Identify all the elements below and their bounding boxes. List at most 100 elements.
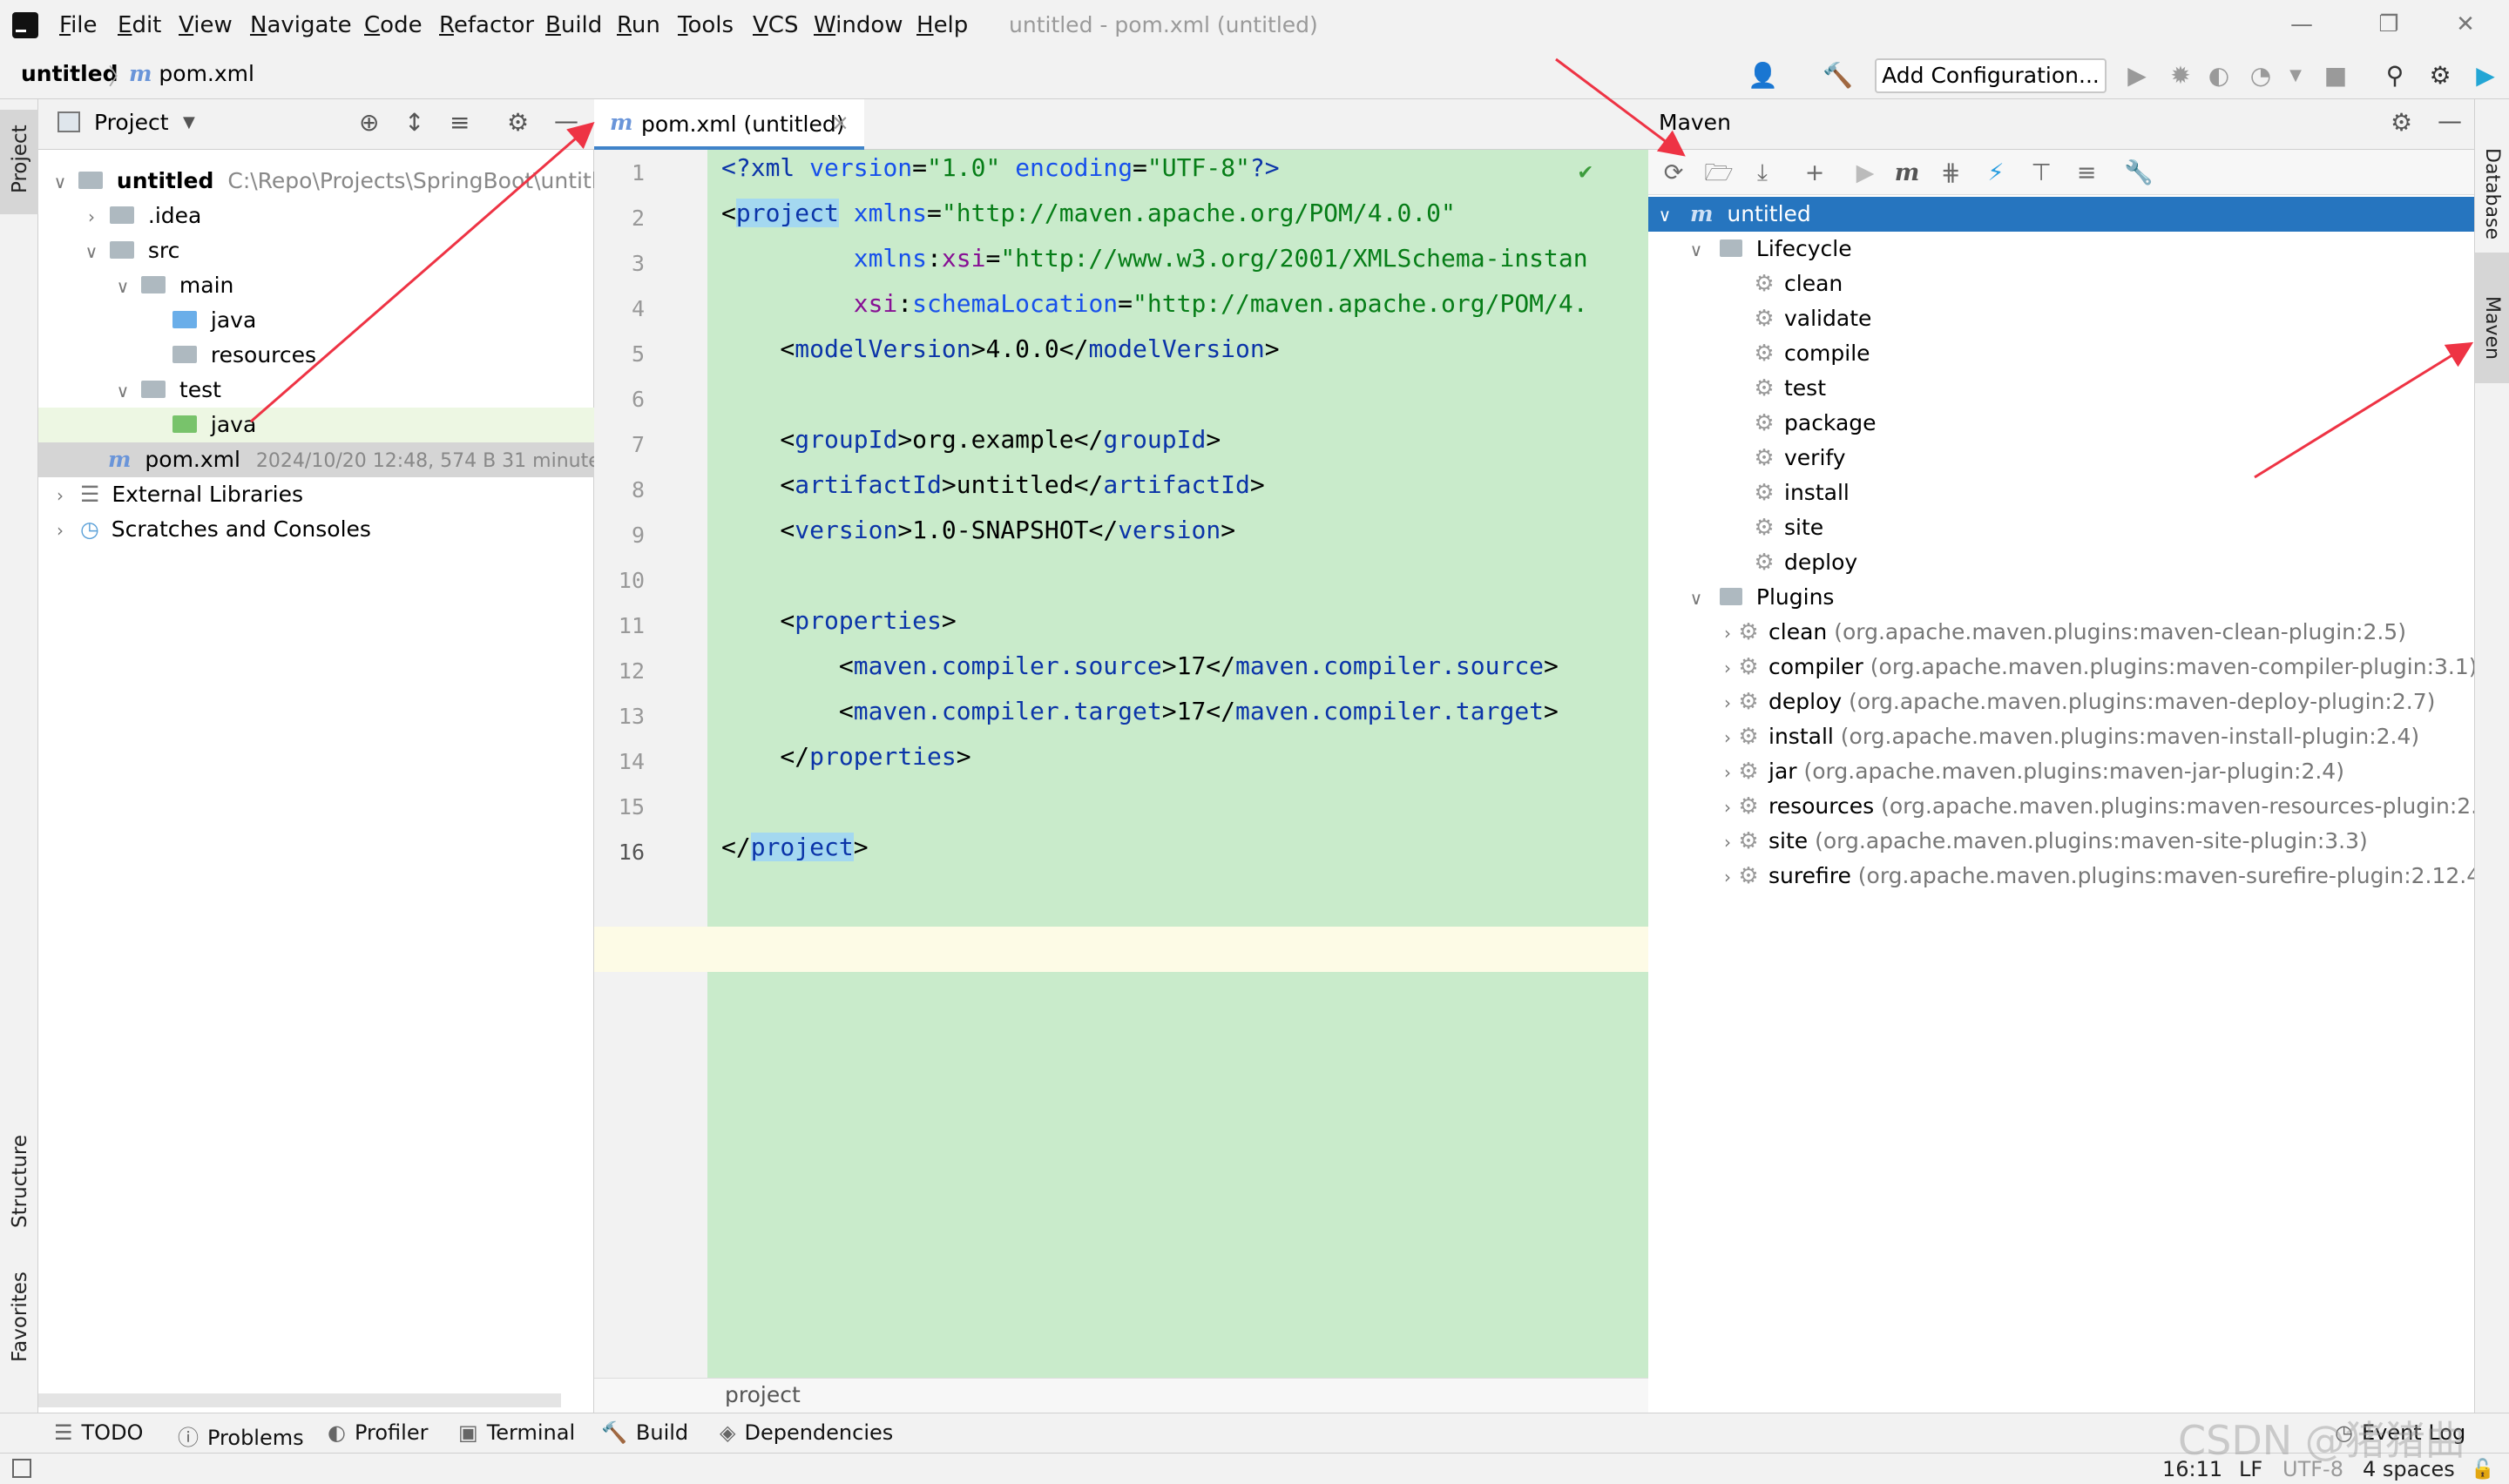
no-problems-check-icon[interactable]: ✔ [1579, 159, 1593, 185]
menu-navigate[interactable]: Navigate [250, 12, 352, 38]
chevron-down-icon[interactable]: ∨ [1658, 205, 1672, 226]
plugin-item[interactable]: ›⚙install (org.apache.maven.plugins:mave… [1648, 719, 2474, 754]
plugin-item[interactable]: ›⚙site (org.apache.maven.plugins:maven-s… [1648, 824, 2474, 859]
tree-item-pom-xml[interactable]: m pom.xml 2024/10/20 12:48, 574 B 31 min… [38, 442, 628, 477]
lifecycle-goal[interactable]: ⚙deploy [1648, 545, 2474, 580]
close-tab-icon[interactable]: × [831, 110, 849, 135]
plugin-item[interactable]: ›⚙surefire (org.apache.maven.plugins:mav… [1648, 859, 2489, 894]
chevron-right-icon[interactable]: › [1724, 727, 1731, 748]
tree-item-scratches[interactable]: › ◷ Scratches and Consoles [38, 512, 594, 547]
breadcrumb-project[interactable]: untitled [21, 61, 118, 86]
menu-tools[interactable]: Tools [678, 12, 734, 38]
event-log-button[interactable]: ◷Event Log [2335, 1420, 2466, 1445]
chevron-right-icon[interactable]: › [88, 206, 95, 227]
favorites-tool-tab[interactable]: Favorites [9, 1272, 31, 1362]
lifecycle-goal[interactable]: ⚙site [1648, 510, 2474, 545]
tree-item-test[interactable]: ∨ test [38, 373, 594, 408]
collapse-all-icon[interactable]: ≡ [450, 108, 470, 137]
maven-project-untitled[interactable]: ∨ m untitled [1648, 197, 2474, 232]
maven-settings-wrench-icon[interactable]: 🔧 [2124, 159, 2154, 186]
maven-tool-tab[interactable]: Maven [2475, 253, 2509, 383]
chevron-down-icon[interactable]: ∨ [53, 172, 67, 192]
build-hammer-icon[interactable]: 🔨 [1823, 61, 1853, 90]
chevron-right-icon[interactable]: › [1724, 832, 1731, 853]
tree-item-idea[interactable]: › .idea [38, 199, 594, 233]
file-encoding[interactable]: UTF-8 [2282, 1457, 2343, 1481]
tab-pom-xml[interactable]: m pom.xml (untitled) × [594, 99, 864, 150]
tree-item-untitled[interactable]: ∨ untitled C:\Repo\Projects\SpringBoot\u… [38, 164, 625, 199]
chevron-down-icon[interactable]: ∨ [1689, 239, 1703, 260]
chevron-right-icon[interactable]: › [1724, 692, 1731, 713]
menu-window[interactable]: Window [814, 12, 903, 38]
add-icon[interactable]: + [1804, 159, 1825, 186]
locate-icon[interactable]: ⊕ [359, 108, 380, 137]
menu-view[interactable]: View [179, 12, 233, 38]
lifecycle-goal[interactable]: ⚙compile [1648, 336, 2474, 371]
chevron-down-icon[interactable]: ∨ [116, 276, 130, 297]
stop-icon[interactable]: ■ [2323, 61, 2348, 90]
menu-help[interactable]: Help [916, 12, 969, 38]
chevron-right-icon[interactable]: › [1724, 762, 1731, 783]
indent-setting[interactable]: 4 spaces [2363, 1457, 2455, 1481]
collapse-all-icon[interactable]: ≡ [2076, 159, 2097, 186]
search-icon[interactable]: ⚲ [2385, 61, 2404, 90]
project-settings-gear-icon[interactable]: ⚙ [507, 108, 530, 137]
menu-refactor[interactable]: Refactor [439, 12, 535, 38]
lifecycle-goal[interactable]: ⚙install [1648, 476, 2474, 510]
chevron-right-icon[interactable]: › [1724, 658, 1731, 678]
plugin-item[interactable]: ›⚙jar (org.apache.maven.plugins:maven-ja… [1648, 754, 2474, 789]
profile-icon[interactable]: ◔ [2249, 61, 2272, 90]
expand-all-icon[interactable]: ↕ [404, 108, 425, 137]
code-area[interactable]: ✔ <?xml version="1.0" encoding="UTF-8"?>… [594, 150, 1648, 1418]
structure-tool-tab[interactable]: Structure [9, 1135, 31, 1228]
coverage-icon[interactable]: ◐ [2208, 61, 2230, 90]
tree-item-main[interactable]: ∨ main [38, 268, 594, 303]
run-dropdown-icon[interactable]: ▼ [2289, 66, 2302, 84]
settings-gear-icon[interactable]: ⚙ [2429, 61, 2452, 90]
maven-hide-panel-icon[interactable]: — [2438, 106, 2462, 135]
project-view-selector[interactable]: Project [94, 110, 169, 135]
add-configuration-button[interactable]: Add Configuration... [1875, 58, 2107, 93]
build-tool-button[interactable]: 🔨Build [601, 1420, 689, 1445]
chevron-down-icon[interactable]: ∨ [1689, 588, 1703, 609]
menu-build[interactable]: Build [545, 12, 603, 38]
toggle-offline-icon[interactable]: ⋕ [1940, 159, 1961, 186]
lock-icon[interactable]: 🔓 [2471, 1459, 2495, 1481]
execute-maven-goal-icon[interactable]: m [1894, 159, 1920, 186]
tree-item-resources[interactable]: resources [38, 338, 594, 373]
toggle-tool-windows-icon[interactable] [12, 1459, 31, 1478]
dependencies-tool-button[interactable]: ◈Dependencies [720, 1420, 894, 1445]
restore-icon[interactable]: ❐ [2378, 11, 2399, 37]
run-icon[interactable]: ▶ [2127, 61, 2147, 90]
minimize-icon[interactable]: — [2290, 11, 2313, 37]
chevron-right-icon[interactable]: › [57, 485, 64, 506]
tree-item-main-java[interactable]: java [38, 303, 594, 338]
chevron-right-icon[interactable]: › [57, 520, 64, 541]
chevron-down-icon[interactable]: ∨ [85, 241, 98, 262]
profiler-tool-button[interactable]: ◐Profiler [328, 1420, 429, 1445]
menu-vcs[interactable]: VCS [753, 12, 799, 38]
database-tool-tab[interactable]: Database [2481, 148, 2503, 239]
chevron-down-icon[interactable]: ∨ [116, 381, 130, 401]
maven-settings-gear-icon[interactable]: ⚙ [2391, 108, 2413, 137]
menu-run[interactable]: Run [617, 12, 660, 38]
download-icon[interactable]: ⤓ [1757, 159, 1768, 186]
lifecycle-goal[interactable]: ⚙validate [1648, 301, 2474, 336]
tree-item-test-java[interactable]: java [38, 408, 594, 442]
user-icon[interactable]: 👤 [1748, 61, 1778, 90]
horizontal-scrollbar[interactable] [38, 1393, 561, 1407]
maven-plugins-node[interactable]: ∨ Plugins [1648, 580, 2474, 615]
plugin-item[interactable]: ›⚙clean (org.apache.maven.plugins:maven-… [1648, 615, 2474, 650]
chevron-down-icon[interactable]: ▼ [183, 113, 195, 132]
reload-icon[interactable]: ⟳ [1663, 159, 1684, 186]
chevron-right-icon[interactable]: › [1724, 867, 1731, 887]
plugin-item[interactable]: ›⚙compiler (org.apache.maven.plugins:mav… [1648, 650, 2478, 685]
menu-file[interactable]: File [59, 12, 98, 38]
skip-tests-icon[interactable]: ⚡ [1987, 159, 2005, 186]
editor-breadcrumb-project[interactable]: project [725, 1382, 801, 1407]
lifecycle-goal[interactable]: ⚙package [1648, 406, 2474, 441]
line-separator[interactable]: LF [2239, 1457, 2263, 1481]
plugin-item[interactable]: ›⚙resources (org.apache.maven.plugins:ma… [1648, 789, 2500, 824]
tree-item-src[interactable]: ∨ src [38, 233, 594, 268]
